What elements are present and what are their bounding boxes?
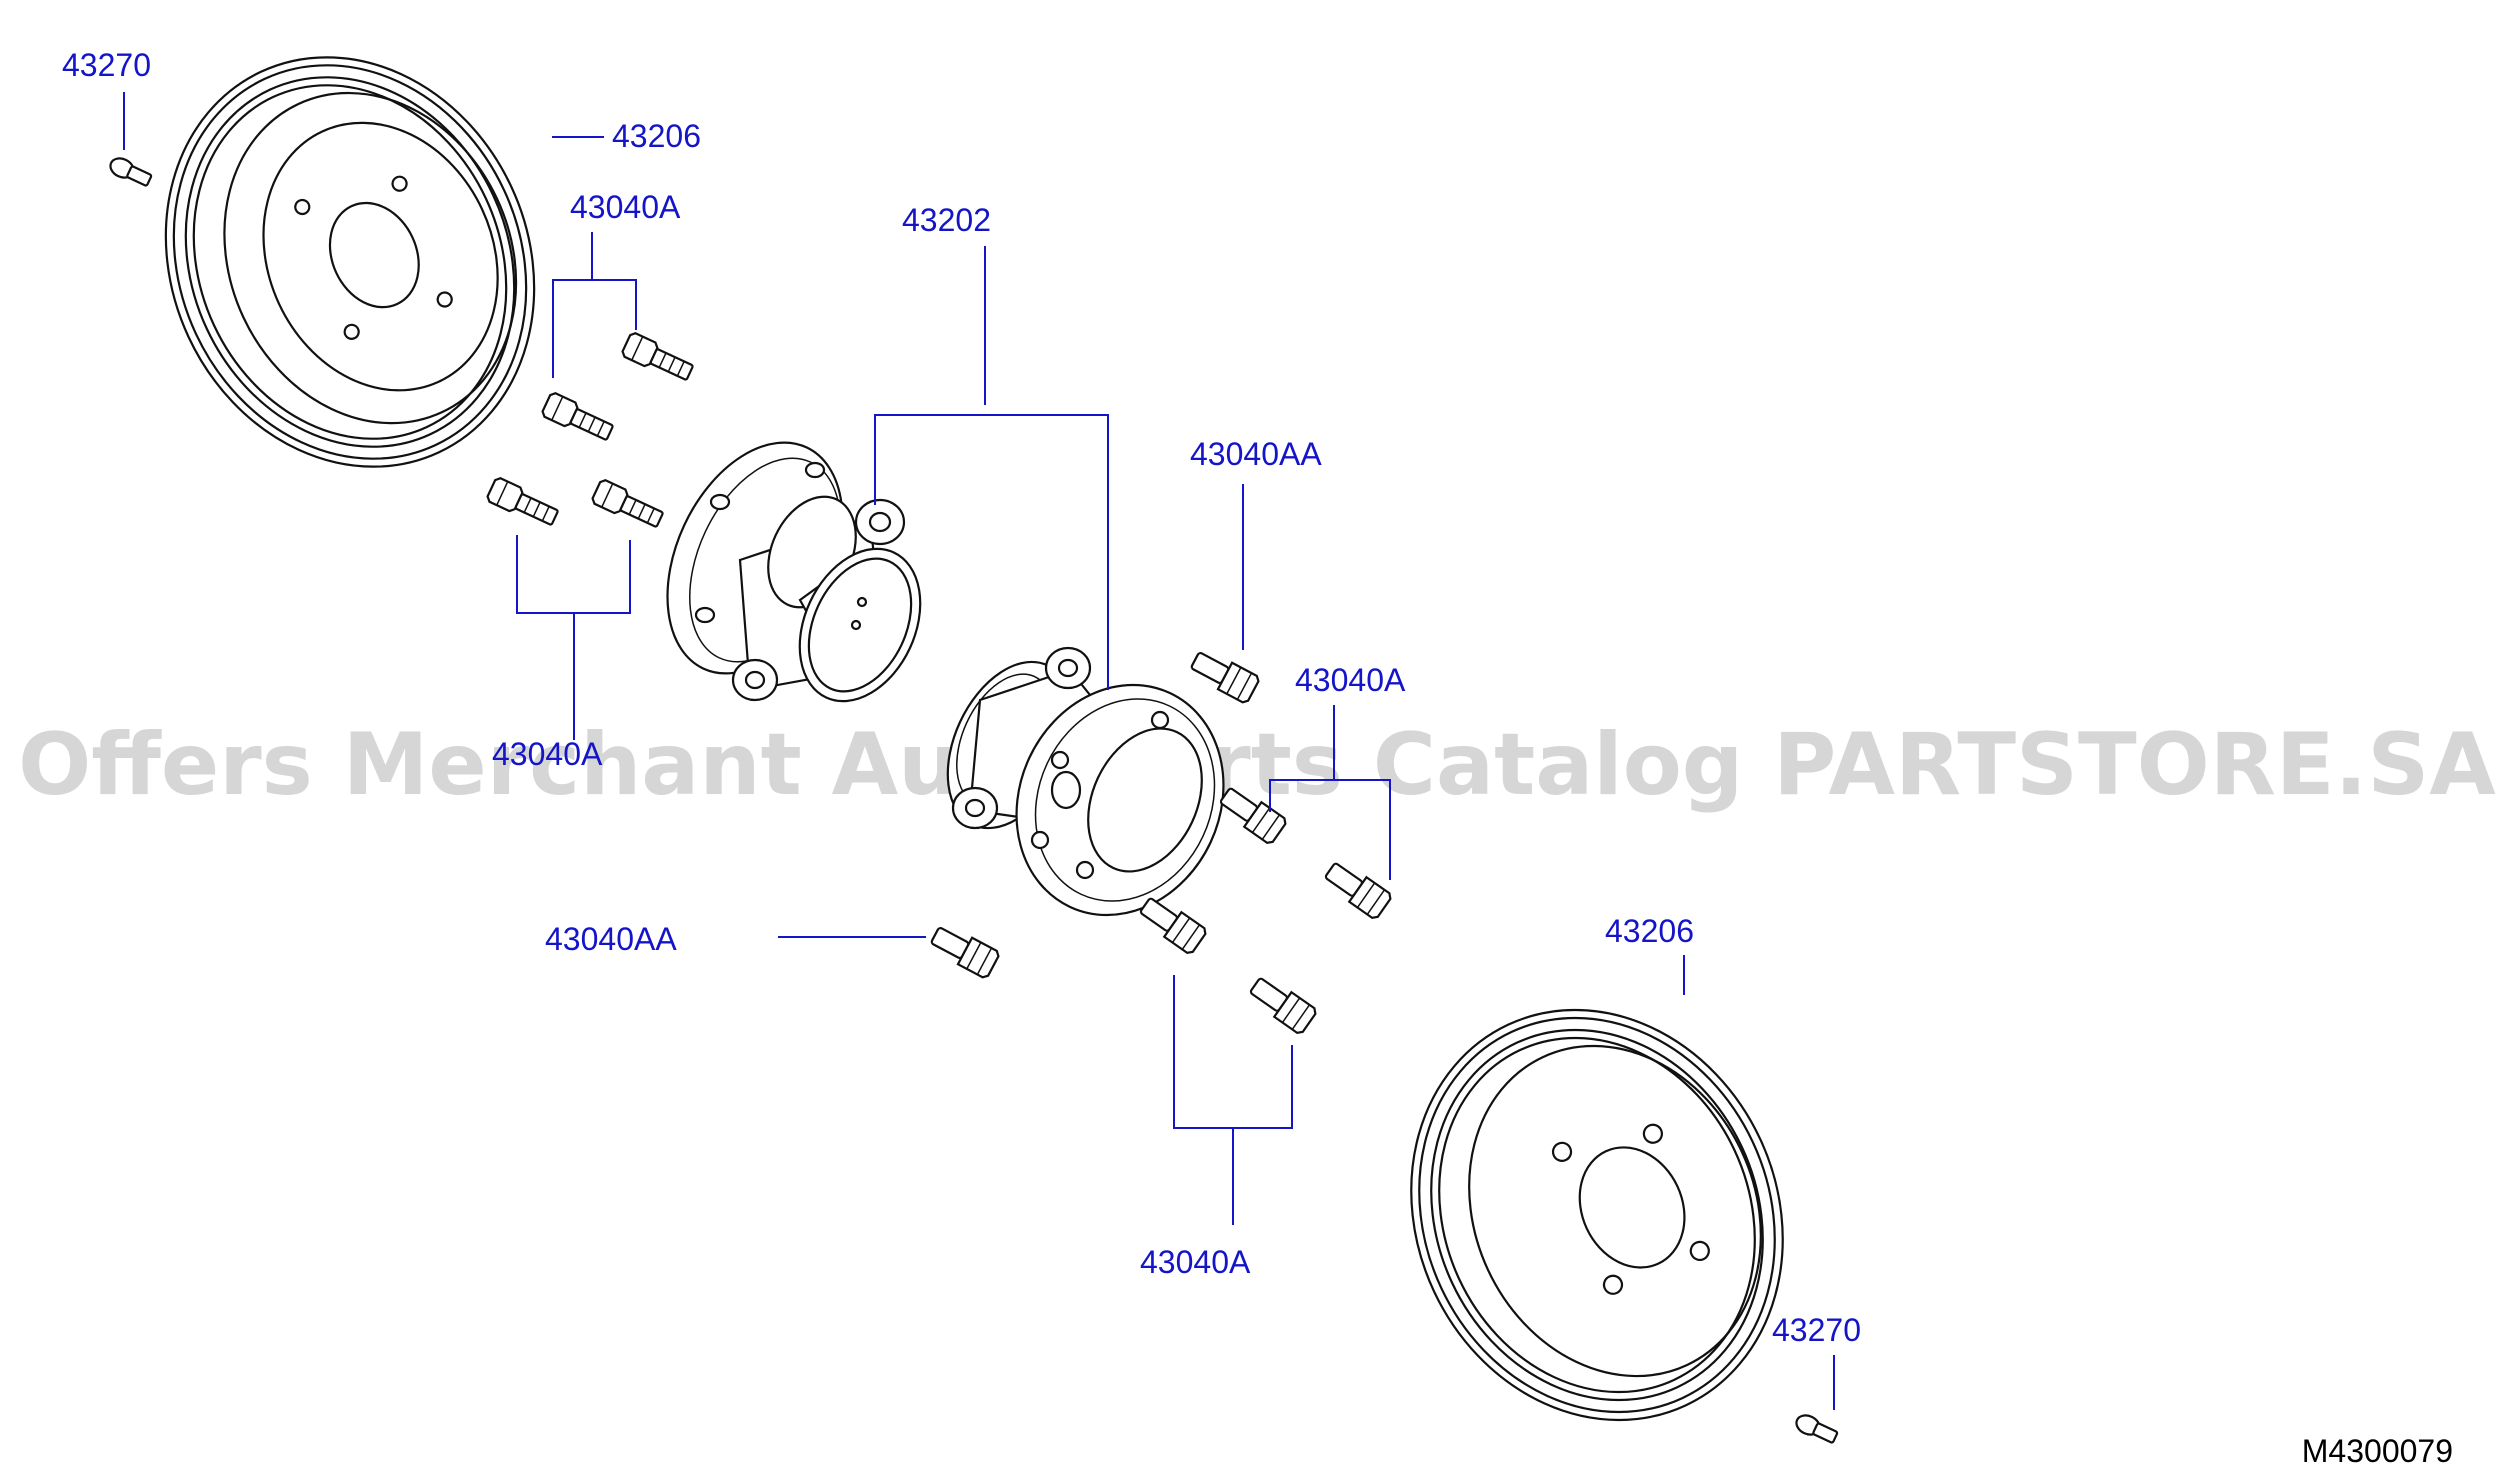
- brake-drum-lower: [1410, 1008, 1784, 1422]
- label-43040aa-right[interactable]: 43040AA: [1190, 436, 1322, 472]
- label-43040a-bottom[interactable]: 43040A: [1140, 1244, 1251, 1280]
- lug-nut-2: [1320, 856, 1394, 922]
- hub-assembly-lower: [946, 646, 1225, 917]
- watermark: Offers Merchant Auto Parts Catalog PARTS…: [18, 715, 2496, 815]
- hub-stud-2: [539, 390, 617, 446]
- label-43270-upper[interactable]: 43270: [62, 47, 151, 83]
- label-43206-upper[interactable]: 43206: [612, 118, 701, 154]
- label-43040a-upper[interactable]: 43040A: [570, 189, 681, 225]
- hub-assembly-upper: [666, 441, 922, 703]
- label-43202[interactable]: 43202: [902, 202, 991, 238]
- label-43206-lower[interactable]: 43206: [1605, 913, 1694, 949]
- label-43040a-lower-left[interactable]: 43040A: [492, 736, 603, 772]
- hub-bolt-aa-right: [1186, 645, 1262, 706]
- label-43040a-right[interactable]: 43040A: [1295, 662, 1406, 698]
- drum-screw-upper: [106, 153, 155, 190]
- label-43270-lower[interactable]: 43270: [1772, 1312, 1861, 1348]
- label-43040aa-left[interactable]: 43040AA: [545, 921, 677, 957]
- brake-drum-upper: [164, 56, 536, 468]
- lug-nut-4: [1245, 971, 1319, 1037]
- leader-lines: [123, 92, 1835, 1410]
- lug-nut-3: [1135, 891, 1209, 957]
- hub-stud-3: [484, 475, 562, 531]
- drum-screw-lower: [1792, 1410, 1841, 1447]
- hub-stud-4: [589, 477, 667, 533]
- diagram-code: M4300079: [2302, 1433, 2453, 1469]
- hub-bolt-aa-left: [926, 920, 1002, 981]
- hub-stud-1: [619, 330, 697, 386]
